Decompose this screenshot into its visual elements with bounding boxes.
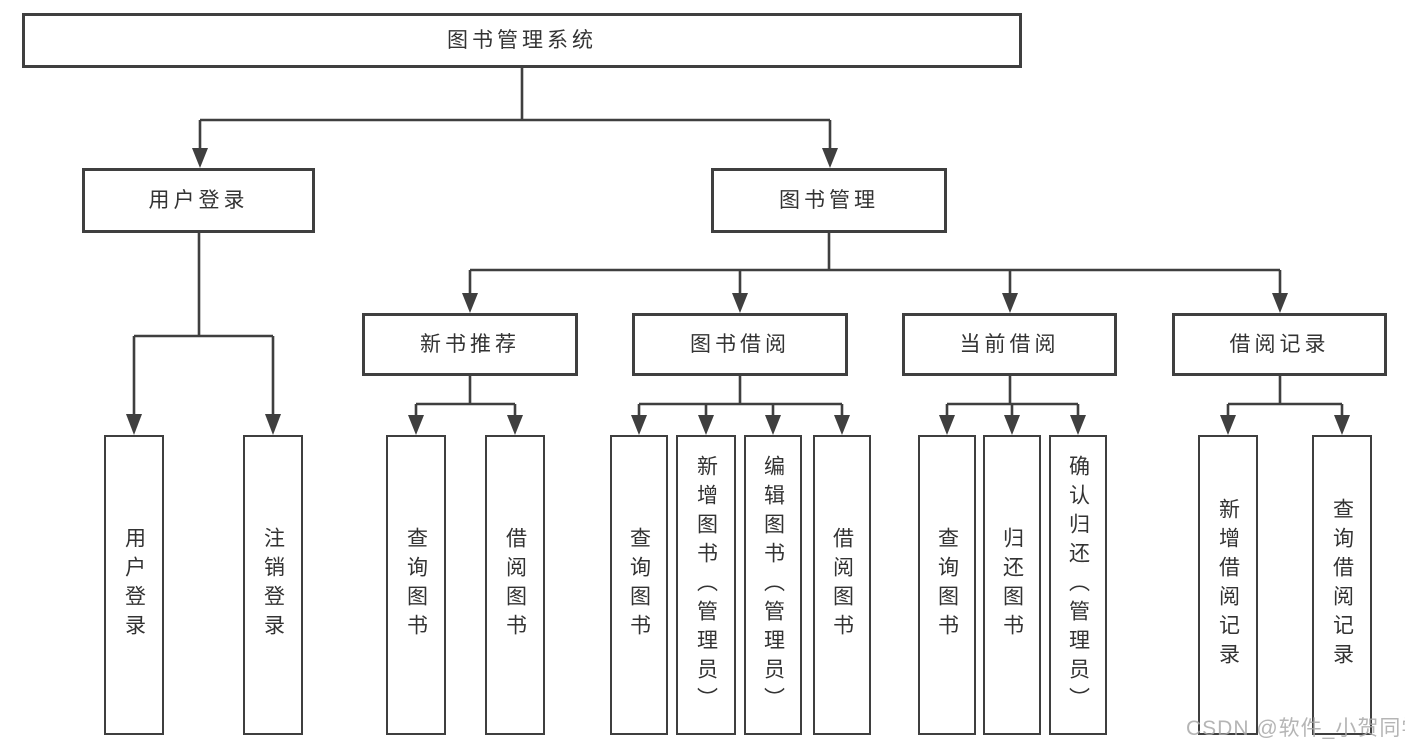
node-current-borrowing: 当前借阅 <box>902 313 1117 376</box>
leaf-return-books: 归还图书 <box>983 435 1041 735</box>
leaf-confirm-return-admin: 确认归还（管理员） <box>1049 435 1107 735</box>
leaf-edit-books-admin: 编辑图书（管理员） <box>744 435 802 735</box>
leaf-user-login: 用户登录 <box>104 435 164 735</box>
node-user-login: 用户登录 <box>82 168 315 233</box>
leaf-query-books-recommend: 查询图书 <box>386 435 446 735</box>
leaf-logout: 注销登录 <box>243 435 303 735</box>
leaf-borrow-books-recommend: 借阅图书 <box>485 435 545 735</box>
node-new-book-recommend: 新书推荐 <box>362 313 578 376</box>
node-book-borrowing: 图书借阅 <box>632 313 848 376</box>
leaf-add-borrow-record: 新增借阅记录 <box>1198 435 1258 735</box>
watermark: CSDN @软件_小贺同学 <box>1186 717 1405 740</box>
node-root: 图书管理系统 <box>22 13 1022 68</box>
node-borrowing-records: 借阅记录 <box>1172 313 1387 376</box>
leaf-query-books-borrowing: 查询图书 <box>610 435 668 735</box>
leaf-borrow-books: 借阅图书 <box>813 435 871 735</box>
node-book-management: 图书管理 <box>711 168 947 233</box>
leaf-query-borrow-record: 查询借阅记录 <box>1312 435 1372 735</box>
leaf-query-books-current: 查询图书 <box>918 435 976 735</box>
leaf-add-books-admin: 新增图书（管理员） <box>676 435 736 735</box>
